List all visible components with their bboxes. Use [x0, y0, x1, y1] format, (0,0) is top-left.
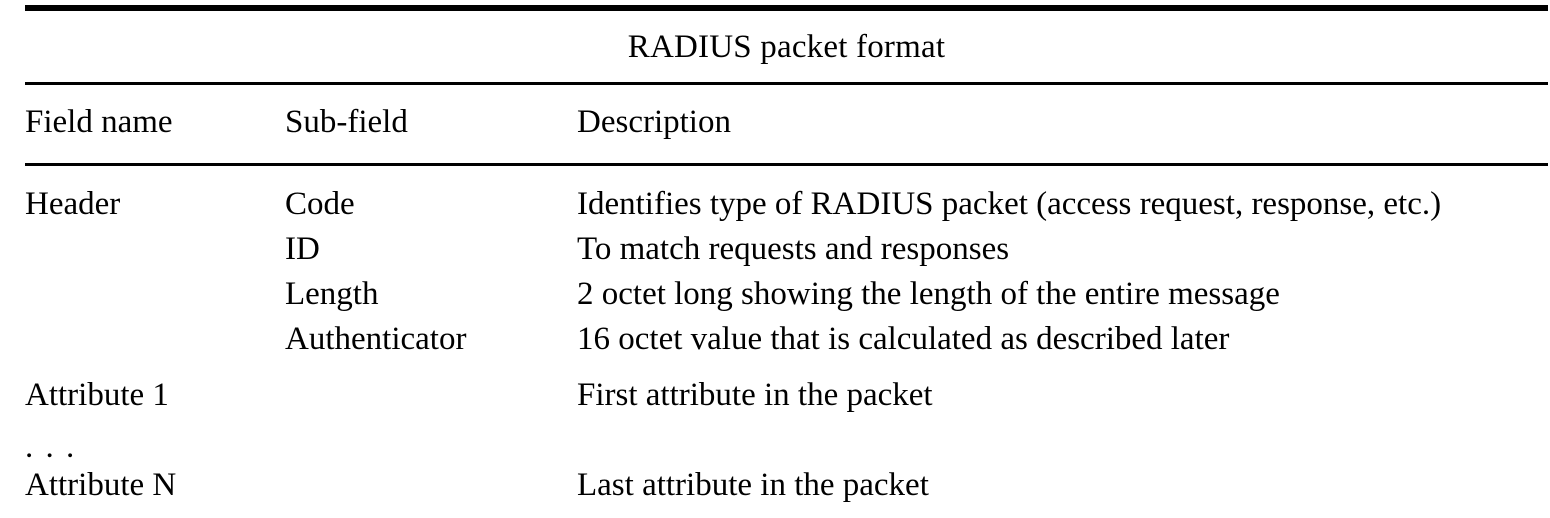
cell-description: Identifies type of RADIUS packet (access… [577, 186, 1442, 222]
column-header-description: Description [577, 104, 731, 140]
column-header-field-name: Field name [25, 104, 173, 140]
cell-field-name: Attribute N [25, 467, 177, 503]
cell-description: 16 octet value that is calculated as des… [577, 321, 1230, 357]
table-top-rule [25, 5, 1548, 11]
column-header-sub-field: Sub-field [285, 104, 408, 140]
table-title: RADIUS packet format [627, 29, 946, 65]
cell-field-name: Header [25, 186, 121, 222]
table-header-top-rule [25, 82, 1548, 85]
cell-ellipsis: . . . [25, 429, 77, 465]
cell-description: 2 octet long showing the length of the e… [577, 276, 1280, 312]
cell-field-name: Attribute 1 [25, 377, 169, 413]
cell-description: To match requests and responses [577, 231, 1010, 267]
cell-sub-field: ID [285, 231, 320, 267]
cell-sub-field: Authenticator [285, 321, 467, 357]
cell-sub-field: Length [285, 276, 379, 312]
table-header-bottom-rule [25, 163, 1548, 166]
cell-description: First attribute in the packet [577, 377, 933, 413]
cell-sub-field: Code [285, 186, 355, 222]
cell-description: Last attribute in the packet [577, 467, 929, 503]
